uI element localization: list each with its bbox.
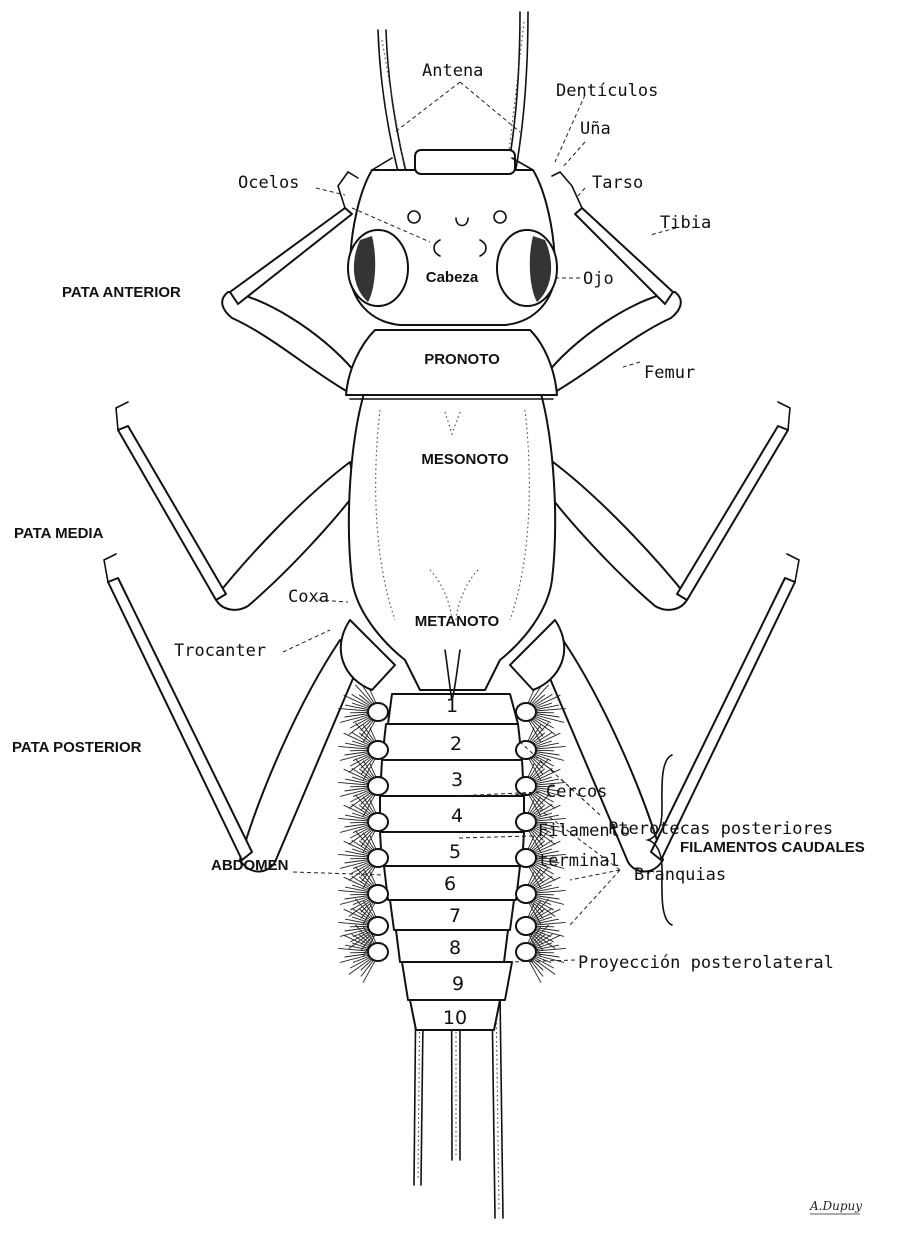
gill-lobe: [368, 917, 388, 935]
label-pterotecas: Pterotecas posteriores: [608, 819, 833, 839]
label-filamento: Filamento: [538, 821, 630, 841]
label-pata-posterior: PATA POSTERIOR: [12, 739, 142, 756]
label-denticulos: Dentículos: [556, 81, 658, 101]
label-ojo: Ojo: [583, 269, 614, 289]
label-proyeccion: Proyección posterolateral: [578, 953, 834, 973]
segment-6: 6: [444, 873, 456, 895]
gill-lobe: [516, 943, 536, 961]
segment-1: 1: [446, 695, 458, 717]
gill-lobe: [368, 885, 388, 903]
gill-lobe: [516, 813, 536, 831]
thorax: [341, 330, 564, 700]
segment-9: 9: [452, 973, 464, 995]
gill-lobe: [516, 885, 536, 903]
segment-8: 8: [449, 937, 461, 959]
label-branquias: Branquias: [634, 865, 726, 885]
label-metanoto: METANOTO: [415, 613, 500, 630]
label-tibia: Tibia: [660, 213, 711, 233]
label-filamentos-caudales: FILAMENTOS CAUDALES: [680, 839, 865, 856]
segment-10: 10: [443, 1007, 467, 1029]
gill-lobe: [368, 777, 388, 795]
segment-7: 7: [449, 905, 461, 927]
segment-3: 3: [451, 769, 463, 791]
label-ocelos: Ocelos: [238, 173, 299, 193]
gill-lobe: [368, 813, 388, 831]
segment-2: 2: [450, 733, 462, 755]
gill-lobe: [368, 943, 388, 961]
gill-lobe: [516, 917, 536, 935]
gill-lobe: [368, 741, 388, 759]
label-terminal: terminal: [538, 851, 620, 871]
segment-5: 5: [449, 841, 461, 863]
label-abdomen: ABDOMEN: [211, 857, 289, 874]
label-mesonoto: MESONOTO: [421, 451, 509, 468]
artist-signature: A.Dupuy: [809, 1199, 862, 1213]
gill-lobe: [368, 703, 388, 721]
gill-lobe: [368, 849, 388, 867]
gill-lobe: [516, 703, 536, 721]
label-cabeza: Cabeza: [426, 269, 479, 286]
gill-lobe: [516, 741, 536, 759]
label-cercos: Cercos: [546, 782, 607, 802]
label-pata-media: PATA MEDIA: [14, 525, 104, 542]
label-pronoto: PRONOTO: [424, 351, 500, 368]
label-trocanter: Trocanter: [174, 641, 266, 661]
label-tarso: Tarso: [592, 173, 643, 193]
label-una: Uña: [580, 119, 611, 139]
label-femur: Femur: [644, 363, 695, 383]
head: [348, 150, 557, 325]
label-pata-anterior: PATA ANTERIOR: [62, 284, 181, 301]
label-antena: Antena: [422, 61, 483, 81]
gill-lobe: [516, 849, 536, 867]
segment-4: 4: [451, 805, 463, 827]
label-coxa: Coxa: [288, 587, 329, 607]
